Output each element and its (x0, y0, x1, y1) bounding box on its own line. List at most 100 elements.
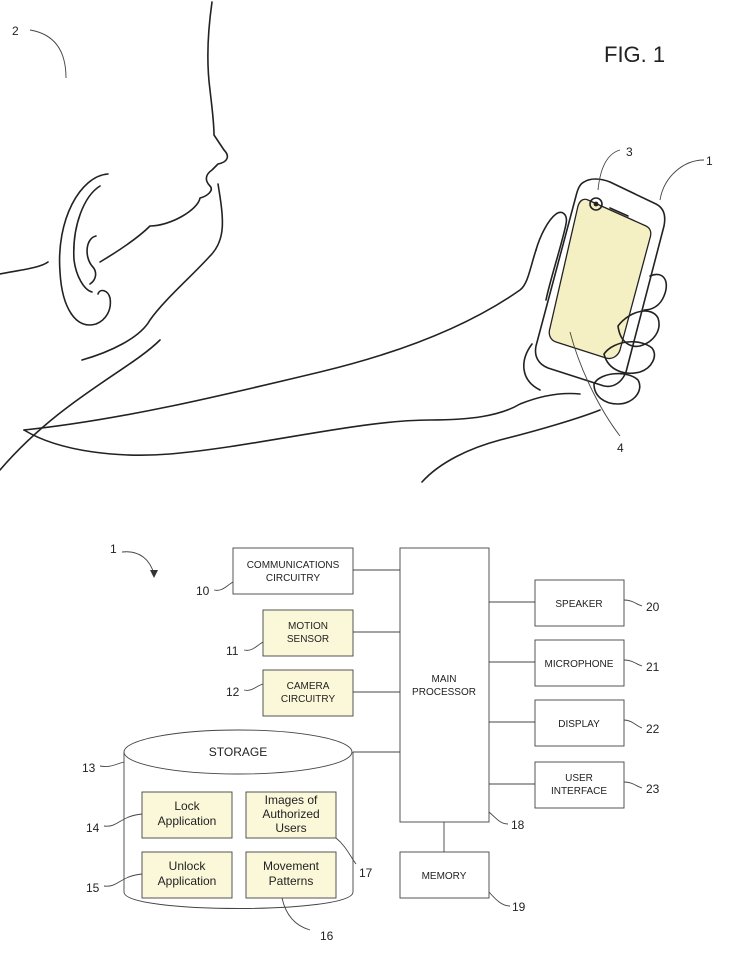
storage-top (123, 729, 353, 775)
main-processor-label-1: MAIN (432, 674, 457, 685)
authorized-images-label-1: Images of (265, 793, 318, 807)
movement-patterns-box (245, 851, 337, 899)
ref-17-leader (335, 837, 357, 865)
ref-23-leader (623, 781, 643, 789)
camera-circuitry-label-2: CIRCUITRY (281, 694, 336, 705)
ref-2: 2 (12, 24, 19, 38)
ref-11-leader (243, 641, 264, 651)
ref-15-leader (103, 873, 143, 887)
lock-application-label-2: Application (158, 814, 217, 828)
ear-inner (73, 185, 101, 293)
phone-illustration (534, 178, 666, 388)
shoulder-line (0, 339, 161, 471)
speaker-box (534, 579, 625, 627)
user-interface-box (534, 761, 625, 809)
arm-bottom (23, 392, 581, 456)
unlock-application-label-1: Unlock (169, 859, 207, 873)
ref-10-leader (213, 581, 234, 591)
camera-circuitry-box (262, 669, 354, 717)
ref-1-leader (659, 159, 705, 201)
ref-17: 17 (359, 866, 373, 880)
communications-label-2: CIRCUITRY (266, 573, 321, 584)
phone-body (534, 178, 666, 388)
ref-23: 23 (646, 782, 660, 796)
ref-21: 21 (646, 660, 660, 674)
ref-2-leader (29, 29, 67, 79)
fingers (523, 273, 668, 405)
ref-4: 4 (617, 441, 624, 455)
ref-18-leader (488, 811, 509, 825)
ref-14-leader (103, 813, 143, 827)
communications-box (232, 547, 354, 595)
motion-sensor-label-1: MOTION (288, 621, 328, 632)
ref-19: 19 (512, 900, 526, 914)
ref-11: 11 (226, 644, 239, 658)
motion-sensor-box (262, 609, 354, 657)
finger-3 (603, 341, 656, 374)
ref-12-leader (243, 683, 264, 691)
lock-application-label-1: Lock (174, 799, 200, 813)
finger-1 (643, 273, 668, 311)
ref-13: 13 (82, 761, 96, 775)
thumb (535, 211, 568, 301)
movement-patterns-label-2: Patterns (269, 874, 314, 888)
unlock-application-label-2: Application (158, 874, 217, 888)
speaker-label: SPEAKER (555, 599, 602, 610)
ref-18: 18 (511, 818, 525, 832)
figure-title: FIG. 1 (604, 42, 665, 67)
ref-12: 12 (226, 685, 240, 699)
arm-top (23, 249, 537, 431)
authorized-images-box (245, 791, 337, 839)
authorized-images-label-2: Authorized (262, 807, 319, 821)
ref-10: 10 (196, 584, 210, 598)
ref-22-leader (623, 719, 643, 729)
memory-box (399, 851, 490, 899)
phone-speaker-slot (609, 207, 629, 217)
motion-sensor-label-2: SENSOR (287, 634, 329, 645)
ref-4-leader (569, 331, 621, 437)
ear-fold (86, 235, 97, 285)
ref-14: 14 (86, 821, 100, 835)
ref-22: 22 (646, 722, 660, 736)
camera-lens-icon (593, 201, 599, 207)
display-label: DISPLAY (558, 719, 600, 730)
ref-20-leader (623, 599, 643, 607)
memory-label: MEMORY (422, 871, 467, 882)
lock-application-box (141, 791, 233, 839)
ref-16: 16 (320, 929, 334, 943)
neck-line (81, 183, 224, 361)
ref-19-leader (488, 891, 511, 907)
ref-13-leader (99, 761, 125, 767)
ref-3-leader (597, 149, 621, 191)
user-illustration (0, 1, 601, 483)
user-interface-label-1: USER (565, 773, 593, 784)
ref-3: 3 (626, 145, 633, 159)
unlock-application-box (141, 851, 233, 899)
microphone-box (534, 639, 625, 687)
face-profile (99, 1, 229, 263)
ear (58, 173, 112, 326)
main-processor-label-2: PROCESSOR (412, 687, 476, 698)
main-processor-box (399, 547, 490, 823)
user-interface-label-2: INTERFACE (551, 786, 607, 797)
communications-label-1: COMMUNICATIONS (247, 560, 340, 571)
ref-15: 15 (86, 881, 100, 895)
finger-4 (593, 372, 641, 405)
system-arrow (121, 551, 155, 575)
movement-patterns-label-1: Movement (263, 859, 320, 873)
ref-21-leader (623, 659, 643, 667)
camera-circuitry-label-1: CAMERA (287, 681, 330, 692)
head-back (0, 261, 49, 275)
storage-label: STORAGE (209, 745, 267, 759)
ref-16-leader (281, 897, 311, 931)
display-box (534, 699, 625, 747)
connectors (353, 569, 535, 852)
microphone-label: MICROPHONE (545, 659, 614, 670)
ref-1: 1 (706, 154, 713, 168)
ref-system: 1 (110, 542, 117, 556)
hand-palm (523, 343, 541, 391)
forearm-lower (421, 409, 601, 483)
system-arrowhead-icon (150, 570, 158, 578)
camera-icon (589, 197, 603, 211)
